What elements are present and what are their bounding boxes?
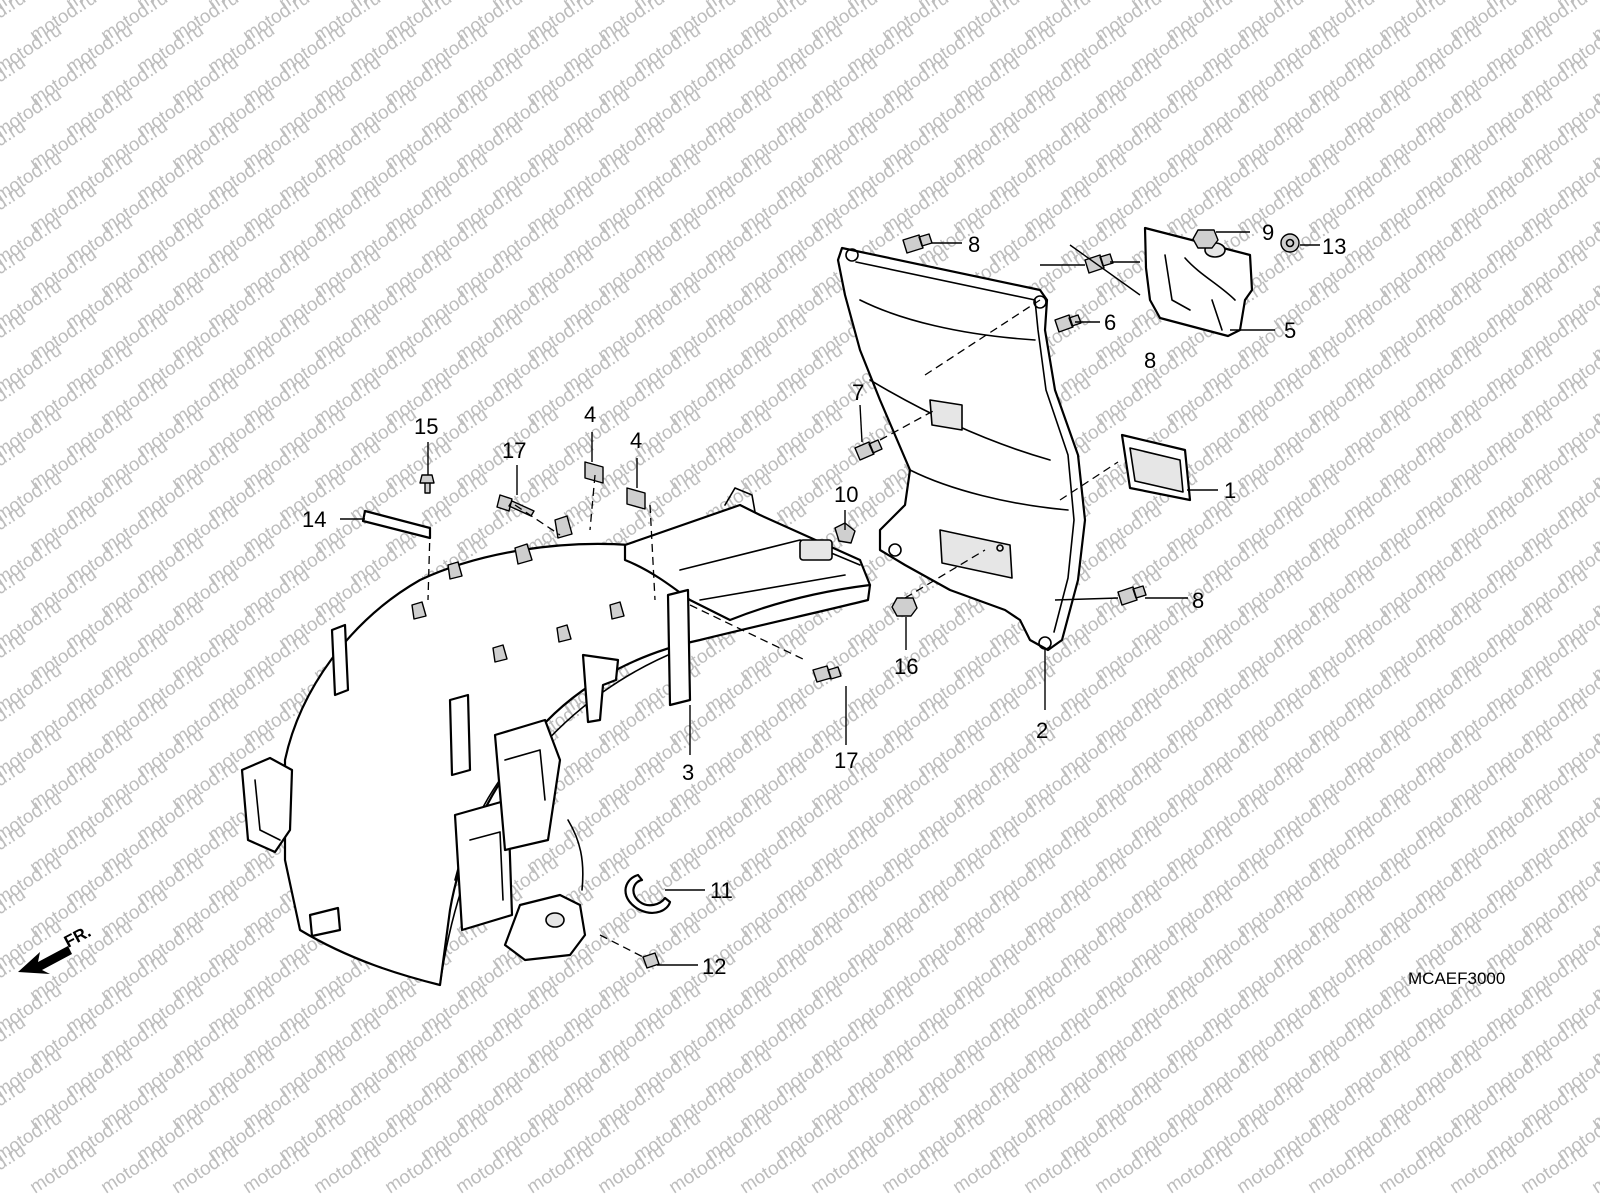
callout-8c: 8 (1192, 588, 1204, 613)
callout-15: 15 (414, 414, 438, 439)
callout-11: 11 (710, 878, 733, 903)
part-11-clip (624, 873, 672, 914)
callout-4b: 4 (630, 428, 642, 453)
callout-4a: 4 (584, 402, 596, 427)
callout-16: 16 (894, 654, 918, 679)
callout-8a: 8 (968, 232, 980, 257)
callout-17a: 17 (502, 438, 526, 463)
callout-10: 10 (834, 482, 858, 507)
callout-3: 3 (682, 760, 694, 785)
part-3-inner-fender (240, 487, 872, 987)
part-5-bracket (1143, 226, 1254, 338)
diagram-code: MCAEF3000 (1408, 969, 1505, 988)
callout-13: 13 (1322, 234, 1346, 259)
callout-7: 7 (852, 380, 864, 405)
callout-5: 5 (1284, 318, 1296, 343)
callout-9: 9 (1262, 220, 1274, 245)
part-1-reflector (1120, 433, 1192, 502)
callout-14: 14 (302, 507, 326, 532)
callout-1: 1 (1224, 478, 1236, 503)
leader-lines (340, 231, 1320, 966)
callout-17b: 17 (834, 748, 858, 773)
callout-2: 2 (1036, 718, 1048, 743)
callout-12: 12 (702, 954, 726, 979)
callout-labels: 1 2 3 4 4 5 6 7 8 8 8 9 10 11 12 13 14 1… (302, 220, 1346, 979)
part-2-rear-panel (836, 246, 1087, 652)
front-arrow-icon (18, 946, 72, 974)
assembly-lines (427, 244, 1141, 959)
callout-8b: 8 (1144, 348, 1156, 373)
hardware (419, 229, 1300, 969)
callout-6: 6 (1104, 310, 1116, 335)
